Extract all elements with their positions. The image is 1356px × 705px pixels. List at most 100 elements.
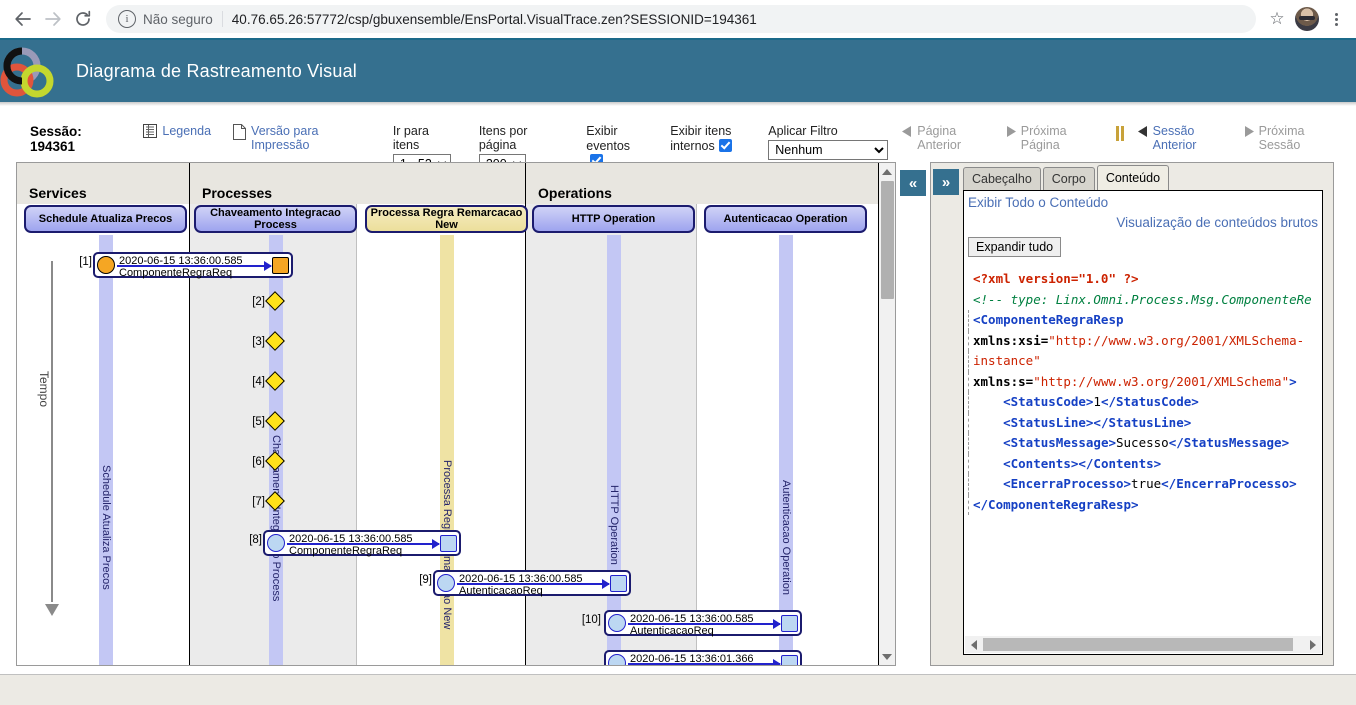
detail-horizontal-scrollbar[interactable] bbox=[965, 636, 1321, 653]
xml-token: <StatusMessage> bbox=[1003, 435, 1116, 450]
apply-filter-select[interactable]: Nenhum bbox=[768, 140, 889, 160]
message-arrow bbox=[287, 539, 440, 549]
time-axis-line bbox=[51, 261, 53, 602]
reload-icon[interactable] bbox=[68, 4, 98, 34]
message-row[interactable]: 2020-06-15 13:36:01.366 bbox=[604, 650, 802, 665]
lane-header-chaveamento-integracao-process[interactable]: Chaveamento Integracao Process bbox=[194, 205, 357, 233]
message-row[interactable]: 2020-06-15 13:36:00.585 AutenticacaoReq bbox=[604, 610, 802, 637]
lane-header-autenticacao-operation[interactable]: Autenticacao Operation bbox=[704, 205, 867, 233]
message-row[interactable]: 2020-06-15 13:36:00.585 ComponenteRegraR… bbox=[93, 252, 293, 279]
show-all-content-link[interactable]: Exibir Todo o Conteúdo bbox=[968, 195, 1109, 210]
forward-arrow-icon[interactable] bbox=[38, 4, 68, 34]
message-target-marker bbox=[781, 615, 798, 632]
message-time: 2020-06-15 13:36:00.585 bbox=[459, 573, 583, 585]
message-time: 2020-06-15 13:36:00.585 bbox=[289, 533, 413, 545]
xml-token: 1 bbox=[1093, 394, 1101, 409]
xml-line: </ComponenteRegraResp> bbox=[968, 494, 1318, 515]
toolbar: Sessão: 194361 Legenda Versão para Impre… bbox=[0, 106, 1356, 174]
pause-icon[interactable] bbox=[1115, 126, 1124, 141]
scrollbar-thumb[interactable] bbox=[983, 638, 1293, 651]
event-marker[interactable] bbox=[265, 451, 285, 471]
lifeline-autenticacao-operation: Autenticacao Operation bbox=[779, 235, 793, 665]
show-internal-label: Exibir itens internos bbox=[670, 124, 732, 153]
event-marker[interactable] bbox=[265, 331, 285, 351]
expand-detail-button[interactable]: » bbox=[933, 169, 959, 195]
legend-button[interactable]: Legenda bbox=[143, 124, 211, 141]
expand-all-button[interactable]: Expandir tudo bbox=[968, 237, 1062, 257]
event-marker[interactable] bbox=[265, 491, 285, 511]
address-bar[interactable]: i Não seguro 40.76.65.26:57772/csp/gbuxe… bbox=[106, 5, 1256, 33]
tab-conteudo[interactable]: Conteúdo bbox=[1096, 165, 1170, 190]
chrome-divider bbox=[0, 38, 1356, 40]
event-marker[interactable] bbox=[265, 371, 285, 391]
visual-trace-diagram: Services Processes Operations Schedule A… bbox=[16, 162, 896, 666]
message-target-marker bbox=[272, 257, 289, 274]
prev-page-button[interactable]: Página Anterior bbox=[902, 124, 991, 152]
page-title: Diagrama de Rastreamento Visual bbox=[76, 60, 358, 81]
xml-token: <!-- type: Linx.Omni.Process.Msg.Compone… bbox=[973, 291, 1312, 307]
tab-corpo[interactable]: Corpo bbox=[1042, 167, 1095, 190]
show-events-label: Exibir eventos bbox=[586, 124, 631, 153]
bookmark-star-icon[interactable]: ☆ bbox=[1269, 9, 1285, 28]
prev-session-button[interactable]: Sessão Anterior bbox=[1137, 124, 1230, 152]
xml-token: </StatusMessage> bbox=[1168, 435, 1290, 450]
time-axis: Tempo bbox=[37, 261, 63, 616]
scroll-right-button[interactable] bbox=[1304, 636, 1321, 653]
collapse-diagram-button[interactable]: « bbox=[900, 170, 926, 196]
message-name: AutenticacaoReq bbox=[630, 625, 714, 637]
scroll-down-button[interactable] bbox=[879, 648, 895, 665]
header-band bbox=[17, 163, 878, 204]
next-session-button[interactable]: Próxima Sessão bbox=[1244, 124, 1338, 152]
triangle-down-icon bbox=[882, 653, 892, 660]
triangle-right-icon bbox=[1244, 126, 1254, 140]
lane-header-schedule-atualiza-precos[interactable]: Schedule Atualiza Precos bbox=[24, 205, 187, 233]
scroll-left-button[interactable] bbox=[965, 636, 982, 653]
pager: Página Anterior Próxima Página Sessão An… bbox=[888, 124, 1338, 152]
message-row[interactable]: 2020-06-15 13:36:00.585 ComponenteRegraR… bbox=[263, 530, 461, 557]
xml-token bbox=[973, 476, 1003, 491]
tab-cabecalho[interactable]: Cabeçalho bbox=[963, 167, 1041, 190]
message-source-marker bbox=[608, 614, 626, 632]
raw-content-view-link[interactable]: Visualização de conteúdos brutos bbox=[1116, 215, 1318, 230]
message-target-marker bbox=[781, 655, 798, 665]
event-marker[interactable] bbox=[265, 291, 285, 311]
event-marker[interactable] bbox=[265, 411, 285, 431]
row-index: [9] bbox=[419, 574, 432, 586]
xml-token bbox=[973, 456, 1003, 471]
diagram-vertical-scrollbar[interactable] bbox=[878, 163, 895, 665]
message-row[interactable]: 2020-06-15 13:36:00.585 AutenticacaoReq bbox=[433, 570, 631, 597]
lifeline-processa-regra-remarcacao-new: Processa Regra Remarcacao New bbox=[440, 235, 454, 665]
avatar[interactable] bbox=[1295, 7, 1319, 31]
xml-line: <?xml version="1.0" ?> bbox=[968, 269, 1318, 290]
row-index: [7] bbox=[252, 496, 265, 508]
browser-chrome: i Não seguro 40.76.65.26:57772/csp/gbuxe… bbox=[0, 0, 1356, 38]
apply-filter-field: Aplicar Filtro Nenhum bbox=[768, 124, 889, 160]
diamond-icon bbox=[265, 411, 285, 431]
scrollbar-thumb[interactable] bbox=[881, 181, 894, 299]
xml-token: </ComponenteRegraResp> bbox=[973, 496, 1139, 512]
goto-items-label: Ir para itens bbox=[392, 124, 429, 152]
page-footer bbox=[0, 674, 1356, 705]
xml-token bbox=[973, 394, 1003, 409]
xml-line: <!-- type: Linx.Omni.Process.Msg.Compone… bbox=[968, 290, 1318, 311]
message-time: 2020-06-15 13:36:01.366 bbox=[630, 653, 754, 665]
items-per-page-label: Itens por página bbox=[478, 124, 528, 152]
scroll-up-button[interactable] bbox=[879, 163, 895, 180]
next-page-label: Próxima Página bbox=[1020, 124, 1067, 152]
next-page-button[interactable]: Próxima Página bbox=[1006, 124, 1098, 152]
print-version-button[interactable]: Versão para Impressão bbox=[233, 124, 367, 152]
show-internal-checkbox[interactable] bbox=[718, 139, 732, 152]
xml-token: instance" bbox=[973, 353, 1041, 368]
print-version-label: Versão para Impressão bbox=[251, 124, 319, 152]
message-time: 2020-06-15 13:36:00.585 bbox=[630, 613, 754, 625]
row-index: [5] bbox=[252, 416, 265, 428]
message-target-marker bbox=[440, 535, 457, 552]
back-arrow-icon[interactable] bbox=[8, 4, 38, 34]
lifeline-label: Autenticacao Operation bbox=[780, 480, 792, 595]
lane-header-http-operation[interactable]: HTTP Operation bbox=[532, 205, 695, 233]
site-info-icon[interactable]: i bbox=[118, 10, 136, 28]
kebab-menu-icon[interactable] bbox=[1324, 6, 1348, 32]
main-area: Services Processes Operations Schedule A… bbox=[0, 162, 1356, 674]
lane-header-processa-regra-remarcacao-new[interactable]: Processa Regra Remarcacao New bbox=[365, 205, 528, 233]
triangle-left-icon bbox=[902, 126, 912, 140]
